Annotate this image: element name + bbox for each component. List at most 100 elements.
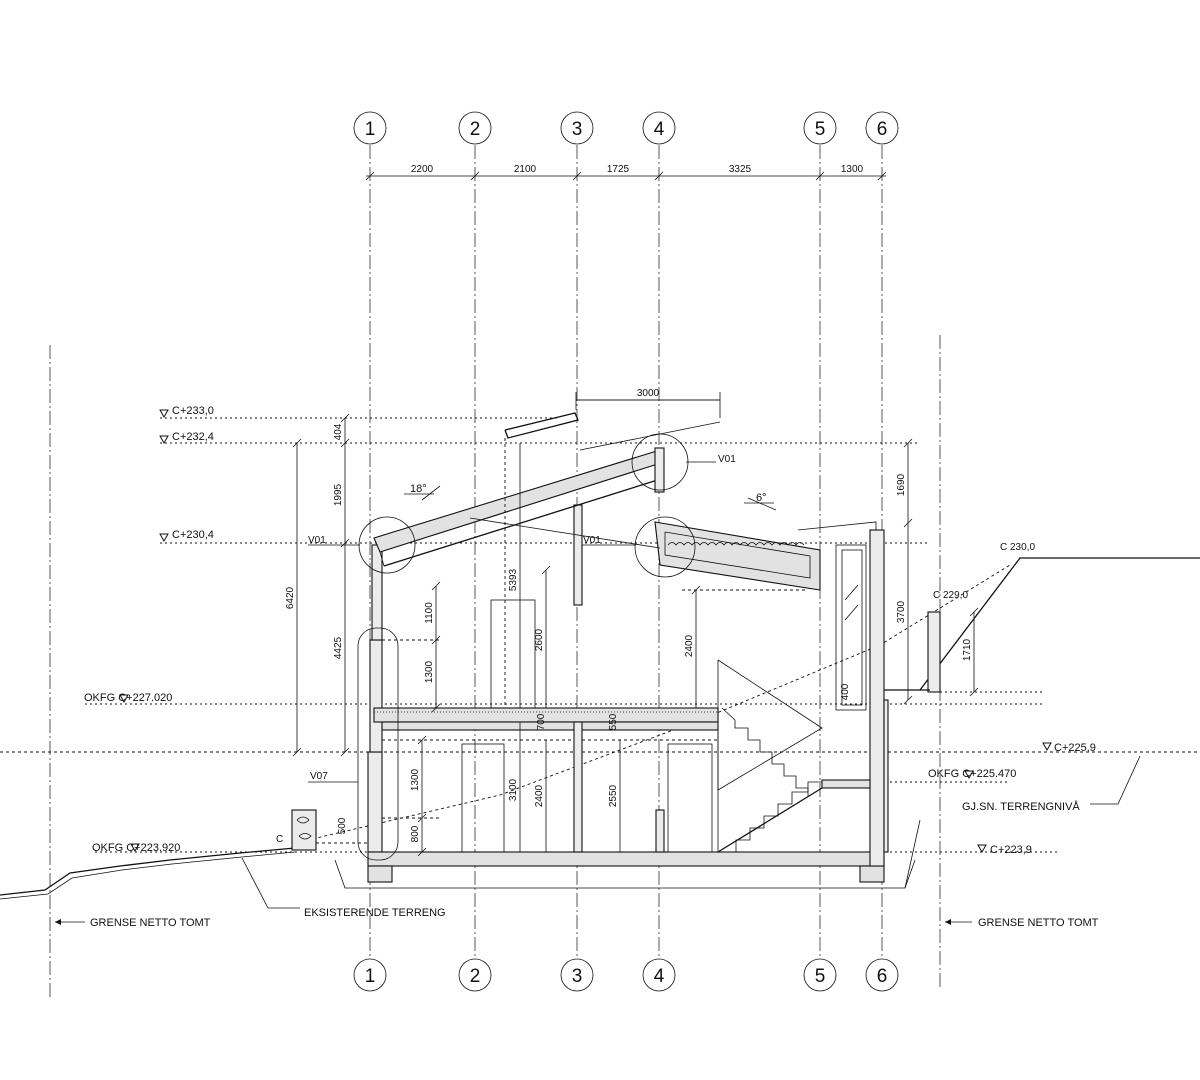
right-window — [835, 544, 867, 711]
right-wall — [869, 529, 885, 867]
axis-bubble — [458, 111, 492, 145]
note-boundary-left: GRENSE NETTO TOMT — [90, 917, 211, 929]
level-triangle-icon — [1042, 742, 1052, 751]
level-label-c230: C+230,4 — [172, 529, 214, 541]
spacing-label: 2100 — [514, 164, 537, 175]
roof-ridge-post — [654, 447, 665, 493]
roof-angle-left: 18° — [410, 483, 427, 495]
dim-1995: 1995 — [333, 483, 344, 506]
level-triangle-icon — [159, 435, 169, 444]
vertical-dimensions: 6420 404 1995 4425 1100 1300 5393 2600 2… — [285, 388, 979, 857]
dim-3100: 3100 — [508, 778, 519, 801]
left-wall-upper — [369, 639, 383, 753]
note-existing-terrain: EKSISTERENDE TERRENG — [304, 907, 446, 919]
door-lower-right — [667, 743, 713, 853]
spacing-label: 1300 — [841, 164, 864, 175]
axis-bubble — [865, 958, 899, 992]
axis-bubble — [458, 958, 492, 992]
dim-5393: 5393 — [508, 568, 519, 591]
pitched-roof — [373, 449, 665, 553]
foundation-right — [859, 865, 885, 883]
dim-500: 500 — [337, 817, 348, 834]
level-label-c223-9: C+223,9 — [990, 844, 1032, 856]
building-section — [357, 399, 889, 883]
callout-c: C — [276, 834, 283, 845]
axis-label: 1 — [365, 119, 376, 140]
ground-slab — [367, 851, 885, 867]
flat-roof — [654, 521, 821, 591]
axis-label: 5 — [815, 119, 826, 140]
middle-floor-beam — [381, 721, 719, 731]
dim-2550: 2550 — [608, 784, 619, 807]
level-triangle-icon — [159, 409, 169, 418]
callouts: V01 V01 V01 V07 18° 6° — [308, 454, 777, 783]
note-boundary-right: GRENSE NETTO TOMT — [978, 917, 1099, 929]
spacing-label: 3325 — [729, 164, 752, 175]
callout-v01-left: V01 — [308, 535, 326, 546]
spacing-label: 2200 — [411, 164, 434, 175]
axis-bubble — [560, 111, 594, 145]
terrain: C 229,0 C 230,0 C — [0, 542, 1200, 900]
stair-triangle — [717, 659, 823, 791]
axis-label: 4 — [654, 119, 665, 140]
callout-v01-mid: V01 — [583, 535, 601, 546]
column-axis-4 — [655, 809, 665, 853]
note-average-terrain: GJ.SN. TERRENGNIVÅ — [962, 800, 1080, 813]
axis-bubble — [803, 111, 837, 145]
dim-404: 404 — [333, 423, 344, 440]
left-wall-lower — [367, 751, 383, 853]
level-label-c232: C+232,4 — [172, 431, 214, 443]
callout-v01-top: V01 — [718, 454, 736, 465]
dim-2600: 2600 — [534, 628, 545, 651]
drainage-stone — [291, 809, 317, 851]
axis-bubble — [353, 958, 387, 992]
dim-3700: 3700 — [896, 600, 907, 623]
dim-4425: 4425 — [333, 636, 344, 659]
dim-3000: 3000 — [637, 388, 660, 399]
door-upper — [490, 599, 536, 709]
grid-axis-labels-bottom: 1 2 3 4 5 6 — [353, 958, 899, 992]
callout-v07: V07 — [310, 771, 328, 782]
door-lower-left — [461, 743, 505, 853]
dim-2400-upper: 2400 — [684, 634, 695, 657]
dim-1100: 1100 — [424, 602, 435, 624]
column-axis-3 — [573, 721, 583, 853]
axis-bubble — [865, 111, 899, 145]
detail-circle-v01-mid — [634, 516, 696, 578]
dim-1690: 1690 — [896, 473, 907, 496]
axis-label: 3 — [572, 119, 583, 140]
dim-6420: 6420 — [285, 586, 296, 609]
landing — [821, 779, 871, 789]
roof-angle-right: 6° — [756, 492, 767, 504]
dim-700: 700 — [536, 713, 547, 730]
spacing-label: 1725 — [607, 164, 630, 175]
grid-dimension-chain: 2200 2100 1725 3325 1300 — [365, 164, 887, 181]
dim-1300-lower: 1300 — [410, 768, 421, 791]
axis-bubble — [353, 111, 387, 145]
dim-1710: 1710 — [962, 638, 973, 661]
axis-label: 3 — [572, 966, 583, 987]
level-labels: C+233,0 C+232,4 C+230,4 OKFG C+227.020 O… — [84, 405, 1096, 856]
level-triangle-icon — [977, 844, 987, 853]
axis-bubble — [642, 111, 676, 145]
left-wall-top — [371, 544, 383, 641]
axis-label: 1 — [365, 966, 376, 987]
axis-label: 2 — [470, 966, 481, 987]
existing-terrain-dashed — [294, 564, 1011, 844]
level-label-okfg227: OKFG C+227.020 — [84, 692, 172, 704]
grid-axis-labels-top: 1 2 3 4 5 6 — [353, 111, 899, 145]
foundation-left — [367, 865, 393, 883]
axis-bubble — [642, 958, 676, 992]
dim-400: 400 — [840, 683, 851, 700]
detail-v07-outline — [357, 627, 399, 861]
axis-label: 6 — [877, 119, 888, 140]
axis-bubble — [560, 958, 594, 992]
dim-1300-upper: 1300 — [424, 660, 435, 683]
notes: EKSISTERENDE TERRENG GJ.SN. TERRENGNIVÅ … — [55, 755, 1141, 929]
level-label-okfg225: OKFG C+225.470 — [928, 768, 1016, 780]
column-upper — [573, 504, 583, 606]
level-triangle-icon — [159, 533, 169, 542]
retaining-wall — [927, 611, 941, 693]
grid-lines — [0, 145, 1200, 1000]
